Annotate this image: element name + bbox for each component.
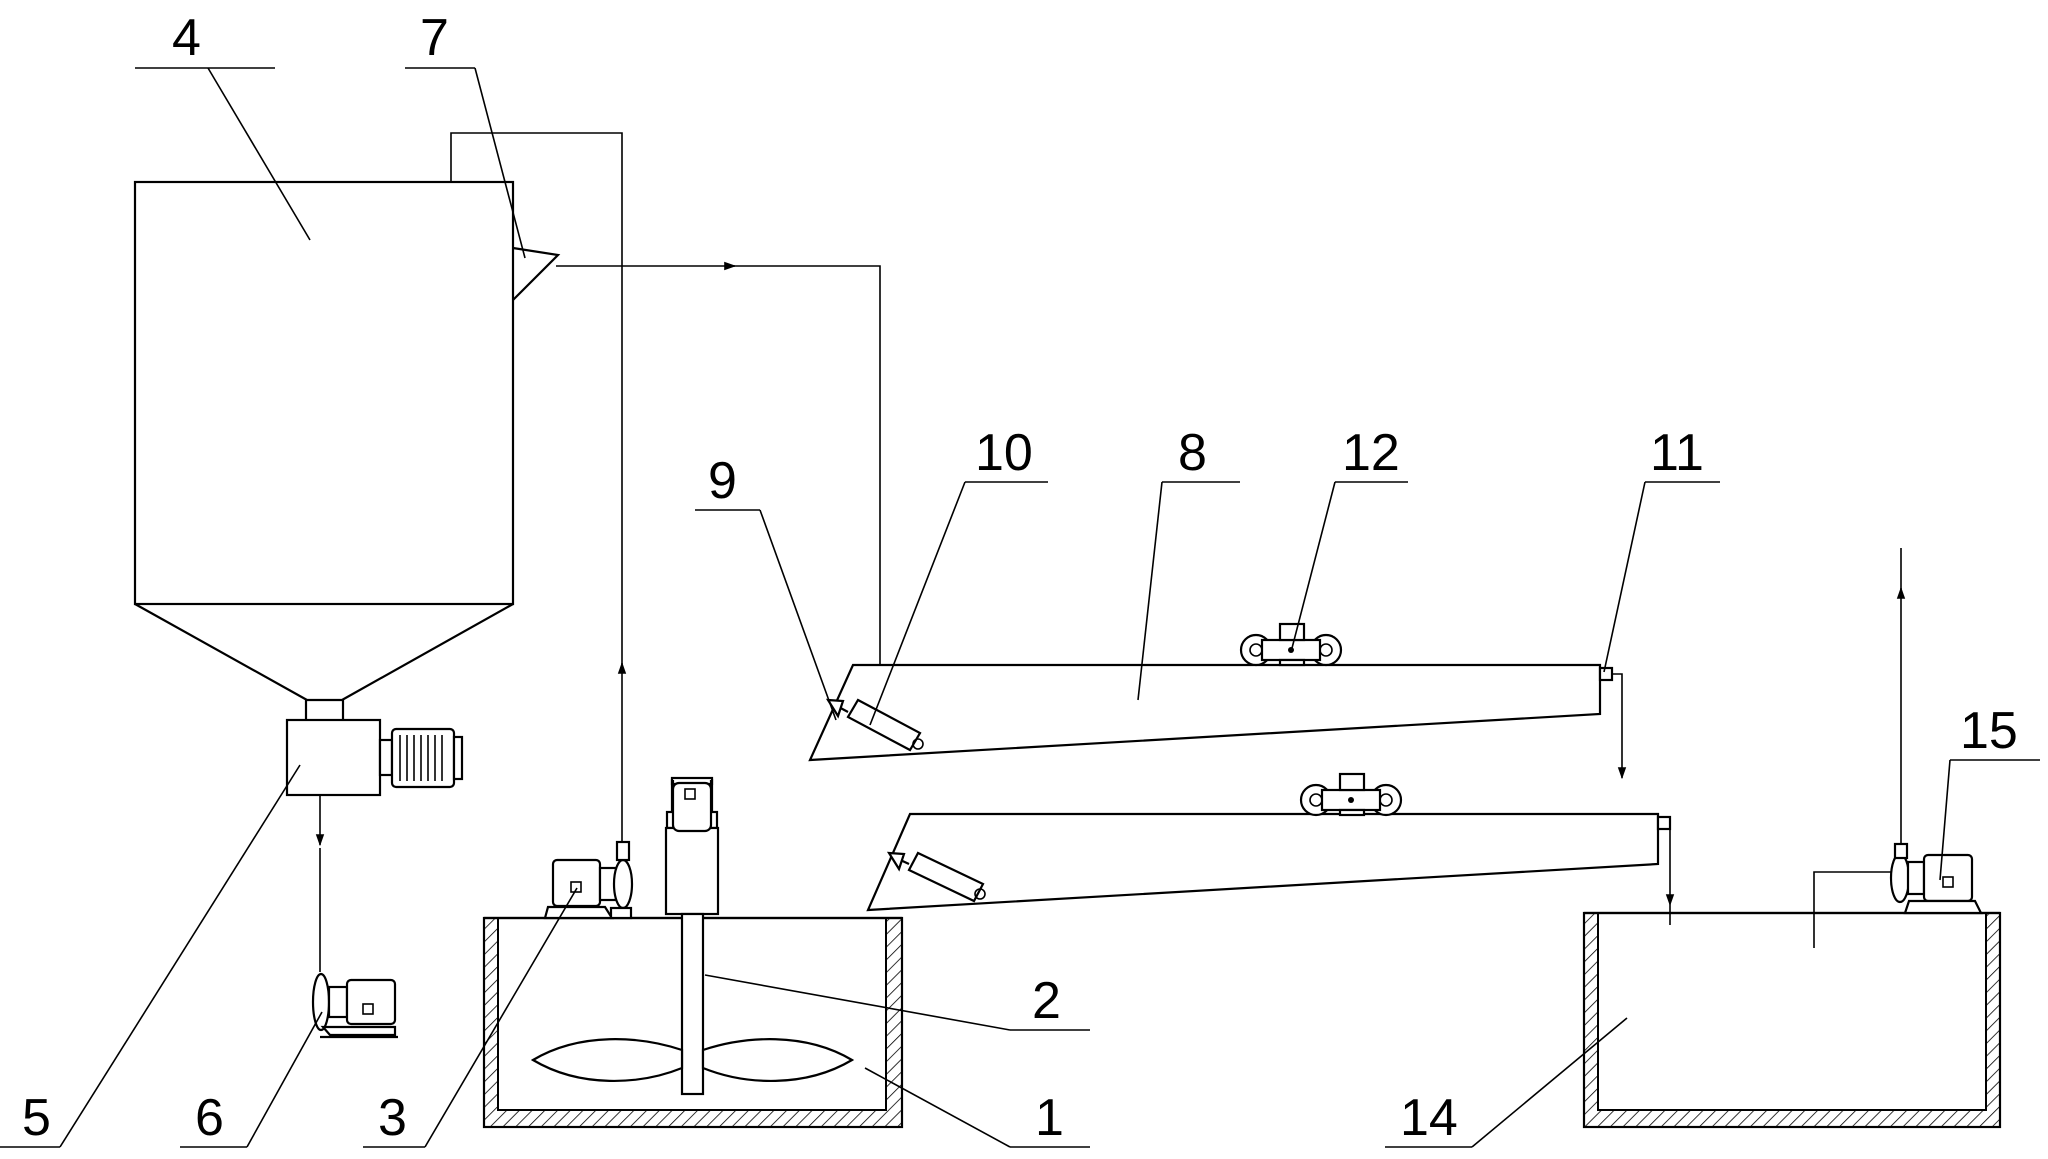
label-1: 1 <box>1035 1089 1064 1147</box>
label-10: 10 <box>975 424 1033 482</box>
label-8: 8 <box>1178 424 1207 482</box>
upper-inclined-screen <box>808 622 1614 762</box>
label-14: 14 <box>1400 1089 1458 1147</box>
return-pump <box>1813 842 1983 948</box>
settling-tank <box>133 180 515 720</box>
lift-pump <box>543 840 634 920</box>
overflow-funnel <box>512 246 561 301</box>
label-15: 15 <box>1960 702 2018 760</box>
label-3: 3 <box>378 1089 407 1147</box>
agitator <box>530 776 855 1096</box>
leader-lines <box>0 67 2040 1148</box>
label-6: 6 <box>195 1089 224 1147</box>
label-4: 4 <box>172 9 201 67</box>
label-2: 2 <box>1032 972 1061 1030</box>
sludge-pump <box>311 972 398 1039</box>
label-5: 5 <box>22 1089 51 1147</box>
lower-vibrator <box>1299 772 1403 817</box>
lower-cylinder <box>886 851 986 903</box>
label-7: 7 <box>420 9 449 67</box>
upper-vibrator <box>1239 622 1343 667</box>
upper-cylinder <box>825 698 924 752</box>
label-11: 11 <box>1650 424 1704 482</box>
label-9: 9 <box>708 452 737 510</box>
label-12: 12 <box>1342 424 1400 482</box>
clear-water-tank <box>1582 911 2002 1129</box>
screw-discharger <box>285 718 464 797</box>
lower-inclined-screen <box>866 772 1672 912</box>
